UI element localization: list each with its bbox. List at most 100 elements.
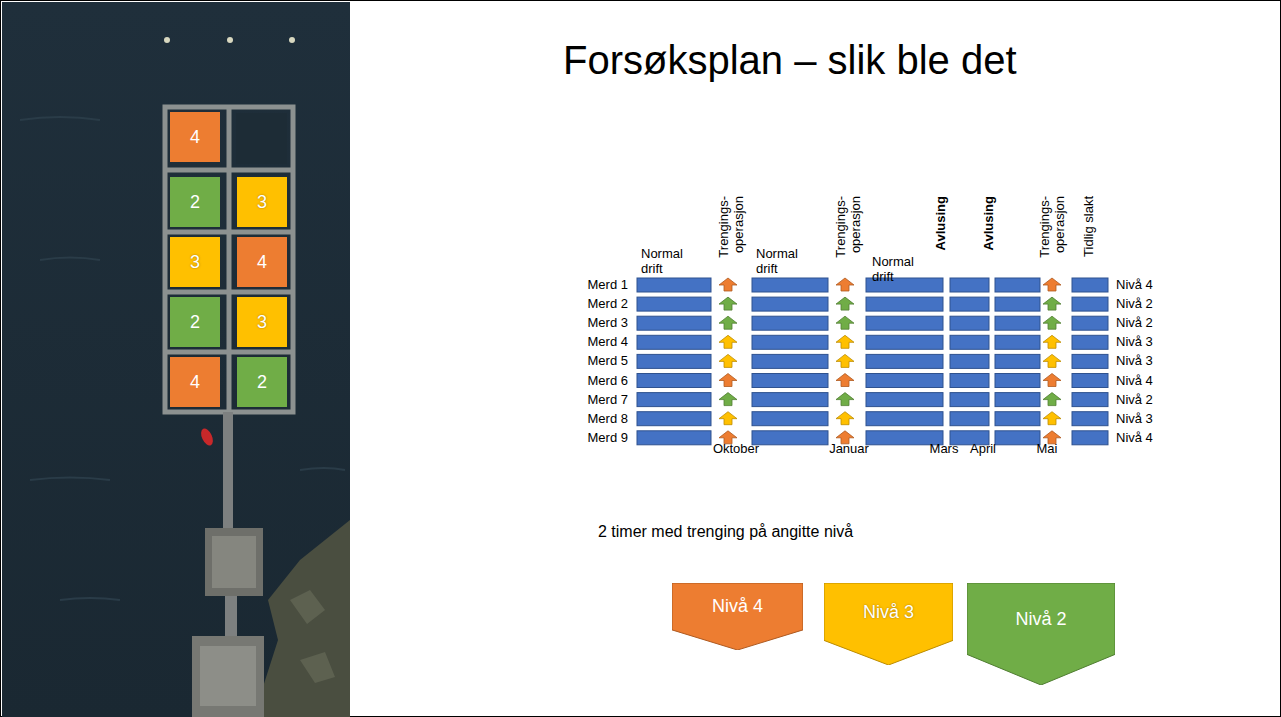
level-label: Nivå 2 [1116,392,1186,407]
crowding-arrow [836,412,854,425]
schedule-bar [752,316,828,330]
schedule-bar [752,354,828,368]
schedule-bar [752,297,828,311]
schedule-bar [637,431,711,445]
crowding-arrow [719,335,737,348]
pentagon-outline [967,583,1115,685]
level-label: Nivå 4 [1116,430,1186,445]
schedule-bar [637,412,711,426]
level-label: Nivå 3 [1116,411,1186,426]
crowding-arrow [836,297,854,310]
schedule-bar [752,374,828,388]
crowding-arrow [719,354,737,367]
schedule-bar [995,393,1040,407]
schedule-bar [950,412,989,426]
schedule-bar [752,431,828,445]
level-label: Nivå 4 [1116,373,1186,388]
level-number: 2 [190,191,200,213]
schedule-bar [995,297,1040,311]
phase-header: Trengings- operasjon [716,196,746,276]
schedule-bar [1072,316,1108,330]
schedule-bar [1072,393,1108,407]
pen-square: 4 [170,357,220,407]
schedule-bar [752,412,828,426]
crowding-arrow [836,374,854,387]
crowding-arrow [1043,412,1061,425]
phase-header: Tidlig slakt [1081,196,1096,276]
schedule-bar [637,316,711,330]
note-text: 2 timer med trenging på angitte nivå [598,522,998,542]
pen-label: Merd 8 [548,411,628,426]
schedule-bar [995,335,1040,349]
crowding-arrow [719,393,737,406]
pen-label: Merd 9 [548,430,628,445]
pen-label: Merd 2 [548,296,628,311]
pen-label: Merd 1 [548,277,628,292]
crowding-arrow [1043,335,1061,348]
level-number: 2 [190,311,200,333]
level-label: Nivå 3 [1116,353,1186,368]
crowding-arrow [1043,297,1061,310]
schedule-bar [995,412,1040,426]
schedule-bar [995,278,1040,292]
month-label: April [943,441,1023,456]
pen-square: 2 [170,297,220,347]
crowding-arrow [836,278,854,291]
phase-header: Trengings- operasjon [1037,196,1067,276]
slide-title: Forsøksplan – slik ble det [563,36,1017,84]
schedule-bar [752,335,828,349]
schedule-bar [637,393,711,407]
phase-header: Normal drift [756,246,818,276]
schedule-bar [752,393,828,407]
pen-square: 4 [237,237,287,287]
level-name: Nivå 3 [824,583,953,623]
level-name: Nivå 4 [672,583,803,617]
pen-label: Merd 5 [548,353,628,368]
phase-header: Avlusing [981,196,996,276]
aerial-photo [2,2,350,717]
schedule-bar [950,297,989,311]
pen-square: 2 [237,357,287,407]
schedule-bar [995,354,1040,368]
schedule-bar [637,354,711,368]
schedule-bar [866,374,943,388]
schedule-bar [866,316,943,330]
schedule-bar [637,335,711,349]
schedule-bar [995,316,1040,330]
level-number: 4 [190,371,200,393]
schedule-bar [1072,354,1108,368]
level-number: 4 [257,251,267,273]
schedule-bar [995,374,1040,388]
crowding-arrow [719,278,737,291]
phase-header: Normal drift [641,246,703,276]
schedule-bar [950,316,989,330]
crowding-arrow [1043,316,1061,329]
pen-square: 3 [237,177,287,227]
schedule-bar [1072,412,1108,426]
schedule-bar [1072,278,1108,292]
schedule-bar [866,393,943,407]
crowding-arrow [719,412,737,425]
schedule-bar [637,278,711,292]
pen-label: Merd 7 [548,392,628,407]
crowding-arrow [719,316,737,329]
pen-label: Merd 3 [548,315,628,330]
level-number: 3 [190,251,200,273]
schedule-bar [866,335,943,349]
schedule-bar [866,412,943,426]
pen-square: 3 [170,237,220,287]
pen-square: 4 [170,112,220,162]
month-label: Januar [809,441,889,456]
level-name: Nivå 2 [967,583,1115,630]
pen-label: Merd 6 [548,373,628,388]
month-label: Mai [1007,441,1087,456]
schedule-bar [1072,297,1108,311]
schedule-bar [637,297,711,311]
crowding-arrow [1043,393,1061,406]
schedule-bar [1072,431,1108,445]
level-key-shape: Nivå 3 [824,583,953,665]
level-number: 2 [257,371,267,393]
phase-header: Avlusing [933,196,948,276]
month-label: Oktober [696,441,776,456]
